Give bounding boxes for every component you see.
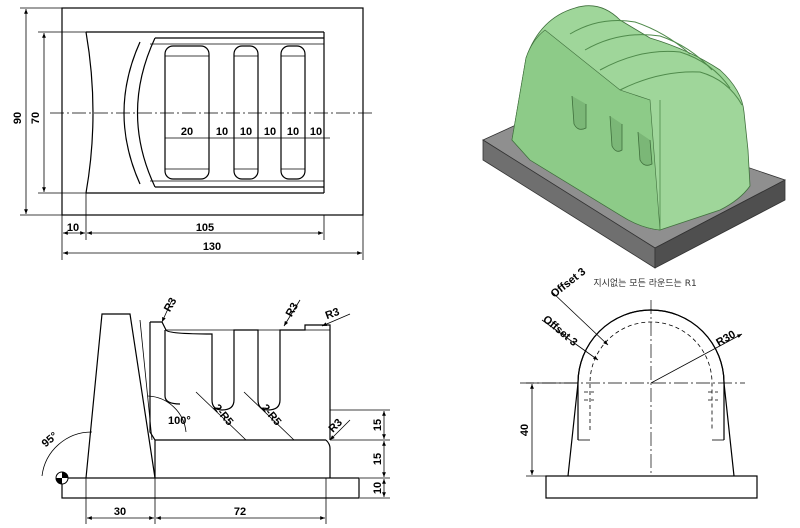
- dim-40: 40: [519, 424, 531, 436]
- side-offset-hidden: [589, 321, 713, 430]
- dim-15-a: 15: [372, 419, 384, 431]
- label-r3-b: R3: [284, 301, 301, 319]
- front-view: R3 R3 R3 R3 2-R5 2-R5 100° 95° 15 15 10: [40, 296, 390, 524]
- label-2r5-b: 2-R5: [259, 402, 284, 428]
- front-base: [61, 477, 360, 499]
- side-base: [545, 475, 758, 499]
- top-view: 90 70 20 10 10 10 10 10 10 105 130: [12, 7, 372, 260]
- dim-10-left: 10: [67, 222, 79, 234]
- top-left-curve: [85, 31, 94, 194]
- top-slot-1: [164, 45, 210, 180]
- dim-70: 70: [30, 112, 42, 124]
- dim-105: 105: [196, 222, 214, 234]
- top-slot-2: [233, 45, 259, 180]
- dim-90: 90: [12, 112, 24, 124]
- top-outline: [61, 7, 364, 216]
- side-view: Offset 3 Offset 3 R30 40: [519, 266, 758, 499]
- label-offset-b: Offset 3: [540, 313, 579, 349]
- angle-100: 100°: [168, 415, 191, 427]
- dim-10-b: 10: [240, 126, 252, 138]
- front-body: [150, 321, 331, 440]
- angle-95: 95°: [40, 430, 60, 450]
- iso-view: 지시없는 모든 라운드는 R1: [482, 5, 787, 289]
- dim-130: 130: [203, 241, 221, 253]
- label-r30: R30: [714, 329, 737, 349]
- dim-10: 10: [372, 482, 384, 494]
- label-r3-a: R3: [162, 296, 179, 314]
- top-slot-3: [280, 45, 306, 180]
- label-r3-c: R3: [324, 306, 341, 322]
- dim-10-d: 10: [287, 126, 299, 138]
- rounding-note: 지시없는 모든 라운드는 R1: [593, 278, 696, 289]
- dim-72: 72: [234, 506, 246, 518]
- label-offset-a: Offset 3: [549, 266, 589, 301]
- dim-30: 30: [114, 506, 126, 518]
- dim-15-b: 15: [372, 453, 384, 465]
- iso-slot-2: [609, 115, 623, 152]
- dim-20: 20: [181, 126, 193, 138]
- front-wedge: [85, 313, 156, 479]
- label-r3-d: R3: [327, 417, 345, 435]
- dim-10-e: 10: [310, 126, 322, 138]
- iso-slot-3: [637, 131, 653, 166]
- dim-10-c: 10: [264, 126, 276, 138]
- iso-slot-1: [571, 95, 587, 130]
- top-body-curve: [137, 37, 156, 188]
- dim-10-a: 10: [216, 126, 228, 138]
